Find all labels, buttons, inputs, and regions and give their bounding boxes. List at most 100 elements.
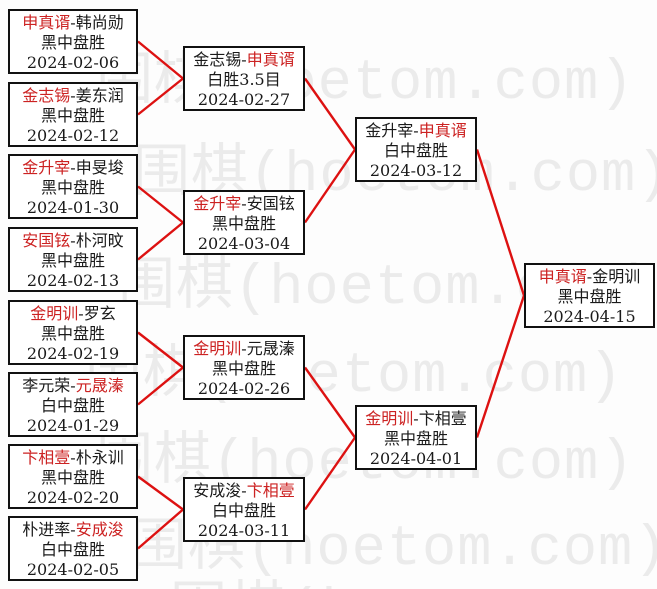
bracket-connector	[137, 475, 184, 511]
match-result: 黑中盘胜	[40, 33, 105, 52]
player-1: 金明训	[193, 339, 242, 358]
vs-dash: -	[586, 267, 593, 286]
player-1: 金升宰	[193, 194, 242, 213]
bracket-connector	[137, 185, 184, 224]
match-result: 黑中盘胜	[40, 251, 105, 270]
vs-dash: -	[78, 304, 84, 323]
match-players: 金明训-卞相壹	[357, 409, 475, 429]
vs-dash: -	[241, 339, 247, 358]
vs-dash: -	[241, 50, 247, 69]
match-date: 2024-01-29	[26, 416, 120, 435]
match-date: 2024-02-12	[26, 126, 120, 145]
match-players: 金志锡-申真谞	[185, 50, 303, 70]
match-players: 安成浚-卞相壹	[185, 481, 303, 501]
bracket-connector	[137, 40, 184, 80]
player-1: 安成浚	[193, 481, 242, 500]
player-1: 朴进率	[22, 520, 71, 539]
match-date: 2024-04-15	[543, 307, 636, 326]
match-result: 黑中盘胜	[40, 324, 105, 343]
match-date: 2024-02-27	[197, 90, 291, 109]
player-2: 元晟溱	[246, 339, 295, 358]
watermark-text: 围棋(hoetom.com)	[85, 345, 624, 409]
bracket-connector	[137, 77, 184, 116]
bracket-connector	[137, 508, 184, 550]
player-2: 卞相壹	[418, 409, 467, 428]
match-players: 申真谞-金明训	[526, 267, 653, 287]
match-r1-2: 金志锡-姜东润 黑中盘胜 2024-02-12	[8, 82, 138, 147]
match-date: 2024-02-13	[26, 271, 120, 290]
bracket-connector	[304, 148, 356, 224]
match-result: 黑中盘胜	[40, 178, 105, 197]
match-result: 白中盘胜	[211, 501, 276, 520]
player-1: 金志锡	[193, 50, 242, 69]
match-result: 黑中盘胜	[211, 214, 276, 233]
match-sf-1: 金升宰-申真谞 白中盘胜 2024-03-12	[355, 117, 477, 182]
match-players: 朴进率-安成浚	[10, 520, 136, 540]
player-2: 卞相壹	[246, 481, 295, 500]
match-date: 2024-02-20	[26, 488, 120, 507]
watermark-text: 围棋(hoetom.com)	[170, 562, 657, 589]
vs-dash: -	[241, 194, 247, 213]
match-result: 白中盘胜	[40, 540, 105, 559]
match-players: 金明训-罗玄	[10, 304, 136, 324]
player-2: 姜东润	[75, 86, 124, 105]
player-2: 韩尚勋	[75, 13, 124, 32]
vs-dash: -	[413, 409, 419, 428]
match-date: 2024-02-19	[26, 344, 120, 363]
player-1: 安国铉	[22, 231, 71, 250]
match-result: 黑中盘胜	[40, 106, 105, 125]
bracket-connector	[137, 221, 184, 261]
match-r1-8: 朴进率-安成浚 白中盘胜 2024-02-05	[8, 516, 138, 581]
vs-dash: -	[70, 520, 76, 539]
match-final: 申真谞-金明训 黑中盘胜 2024-04-15	[524, 263, 655, 328]
match-result: 白胜3.5目	[207, 70, 281, 89]
player-1: 金志锡	[22, 86, 71, 105]
player-2: 朴永训	[75, 448, 124, 467]
match-players: 卞相壹-朴永训	[10, 448, 136, 468]
player-2: 金明训	[592, 267, 641, 286]
player-2: 申旻埈	[75, 158, 124, 177]
match-result: 黑中盘胜	[557, 287, 622, 306]
match-date: 2024-03-11	[197, 521, 291, 540]
player-1: 李元荣	[22, 376, 71, 395]
vs-dash: -	[241, 481, 247, 500]
match-date: 2024-02-26	[197, 379, 291, 398]
match-date: 2024-02-05	[26, 560, 120, 579]
match-r1-6: 李元荣-元晟溱 白中盘胜 2024-01-29	[8, 372, 138, 437]
player-2: 元晟溱	[75, 376, 124, 395]
bracket-connector	[304, 366, 356, 439]
player-2: 安成浚	[75, 520, 124, 539]
match-date: 2024-04-01	[369, 449, 463, 468]
match-r1-4: 安国铉-朴河旼 黑中盘胜 2024-02-13	[8, 227, 138, 292]
match-players: 金升宰-申旻埈	[10, 158, 136, 178]
player-1: 申真谞	[22, 13, 71, 32]
match-r2-2: 金升宰-安国铉 黑中盘胜 2024-03-04	[183, 190, 305, 255]
vs-dash: -	[70, 86, 76, 105]
match-players: 安国铉-朴河旼	[10, 231, 136, 251]
match-players: 金升宰-申真谞	[357, 121, 475, 141]
player-2: 朴河旼	[75, 231, 124, 250]
player-1: 金升宰	[22, 158, 71, 177]
player-1: 金升宰	[365, 121, 414, 140]
bracket-connector	[304, 77, 356, 151]
match-r2-3: 金明训-元晟溱 黑中盘胜 2024-02-26	[183, 335, 305, 400]
match-date: 2024-02-06	[26, 53, 120, 72]
match-players: 金志锡-姜东润	[10, 86, 136, 106]
match-date: 2024-03-04	[197, 234, 291, 253]
match-r2-4: 安成浚-卞相壹 白中盘胜 2024-03-11	[183, 477, 305, 542]
player-2: 安国铉	[246, 194, 295, 213]
vs-dash: -	[70, 13, 76, 32]
match-players: 金升宰-安国铉	[185, 194, 303, 214]
bracket-connector	[475, 149, 526, 296]
match-r1-3: 金升宰-申旻埈 黑中盘胜 2024-01-30	[8, 154, 138, 219]
match-players: 申真谞-韩尚勋	[10, 13, 136, 33]
match-r1-5: 金明训-罗玄 黑中盘胜 2024-02-19	[8, 300, 138, 365]
vs-dash: -	[70, 448, 76, 467]
player-1: 金明训	[30, 304, 79, 323]
player-2: 申真谞	[246, 50, 295, 69]
bracket-connector	[304, 436, 356, 511]
match-r1-7: 卞相壹-朴永训 黑中盘胜 2024-02-20	[8, 444, 138, 509]
match-result: 白中盘胜	[40, 396, 105, 415]
